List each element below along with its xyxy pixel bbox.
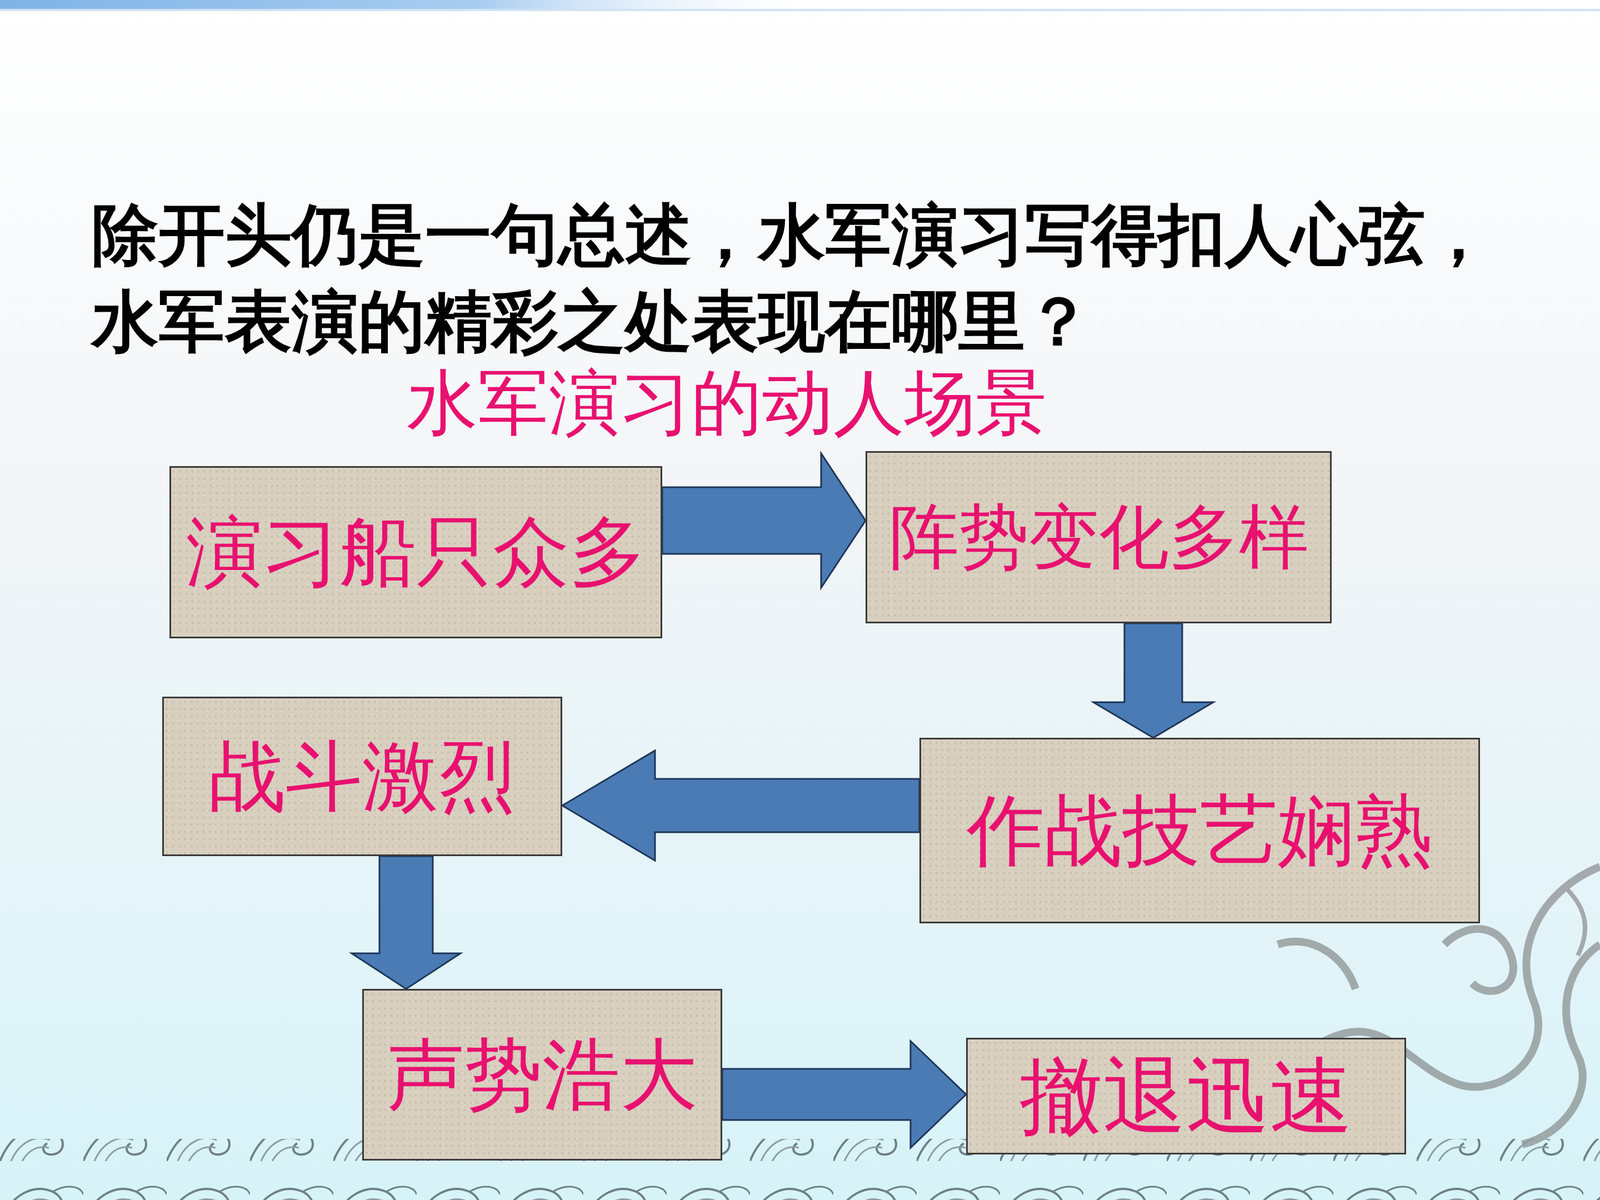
box-text: 阵势变化多样: [888, 495, 1309, 579]
block-arrow: [662, 453, 866, 588]
question-text: 除开头仍是一句总述，水军演习写得扣人心弦，水军表演的精彩之处表现在哪里？: [91, 191, 1525, 365]
process-box: 战斗激烈: [162, 696, 563, 857]
box-text: 撤退迅速: [1019, 1046, 1353, 1147]
process-box: 演习船只众多: [169, 466, 663, 639]
top-bar: [0, 0, 800, 9]
process-box: 声势浩大: [362, 988, 723, 1161]
box-text: 作战技艺娴熟: [966, 783, 1434, 878]
block-arrow: [351, 856, 461, 989]
diagram-title: 水军演习的动人场景: [0, 361, 1454, 445]
top-line: [0, 8, 1600, 12]
box-text: 战斗激烈: [208, 730, 516, 823]
block-arrow: [1093, 623, 1214, 738]
process-box: 撤退迅速: [966, 1037, 1407, 1155]
block-arrow: [722, 1041, 967, 1148]
box-text: 声势浩大: [386, 1028, 698, 1122]
box-text: 演习船只众多: [186, 506, 647, 599]
block-arrow: [562, 750, 920, 861]
process-box: 作战技艺娴熟: [919, 737, 1480, 924]
process-box: 阵势变化多样: [865, 451, 1332, 624]
